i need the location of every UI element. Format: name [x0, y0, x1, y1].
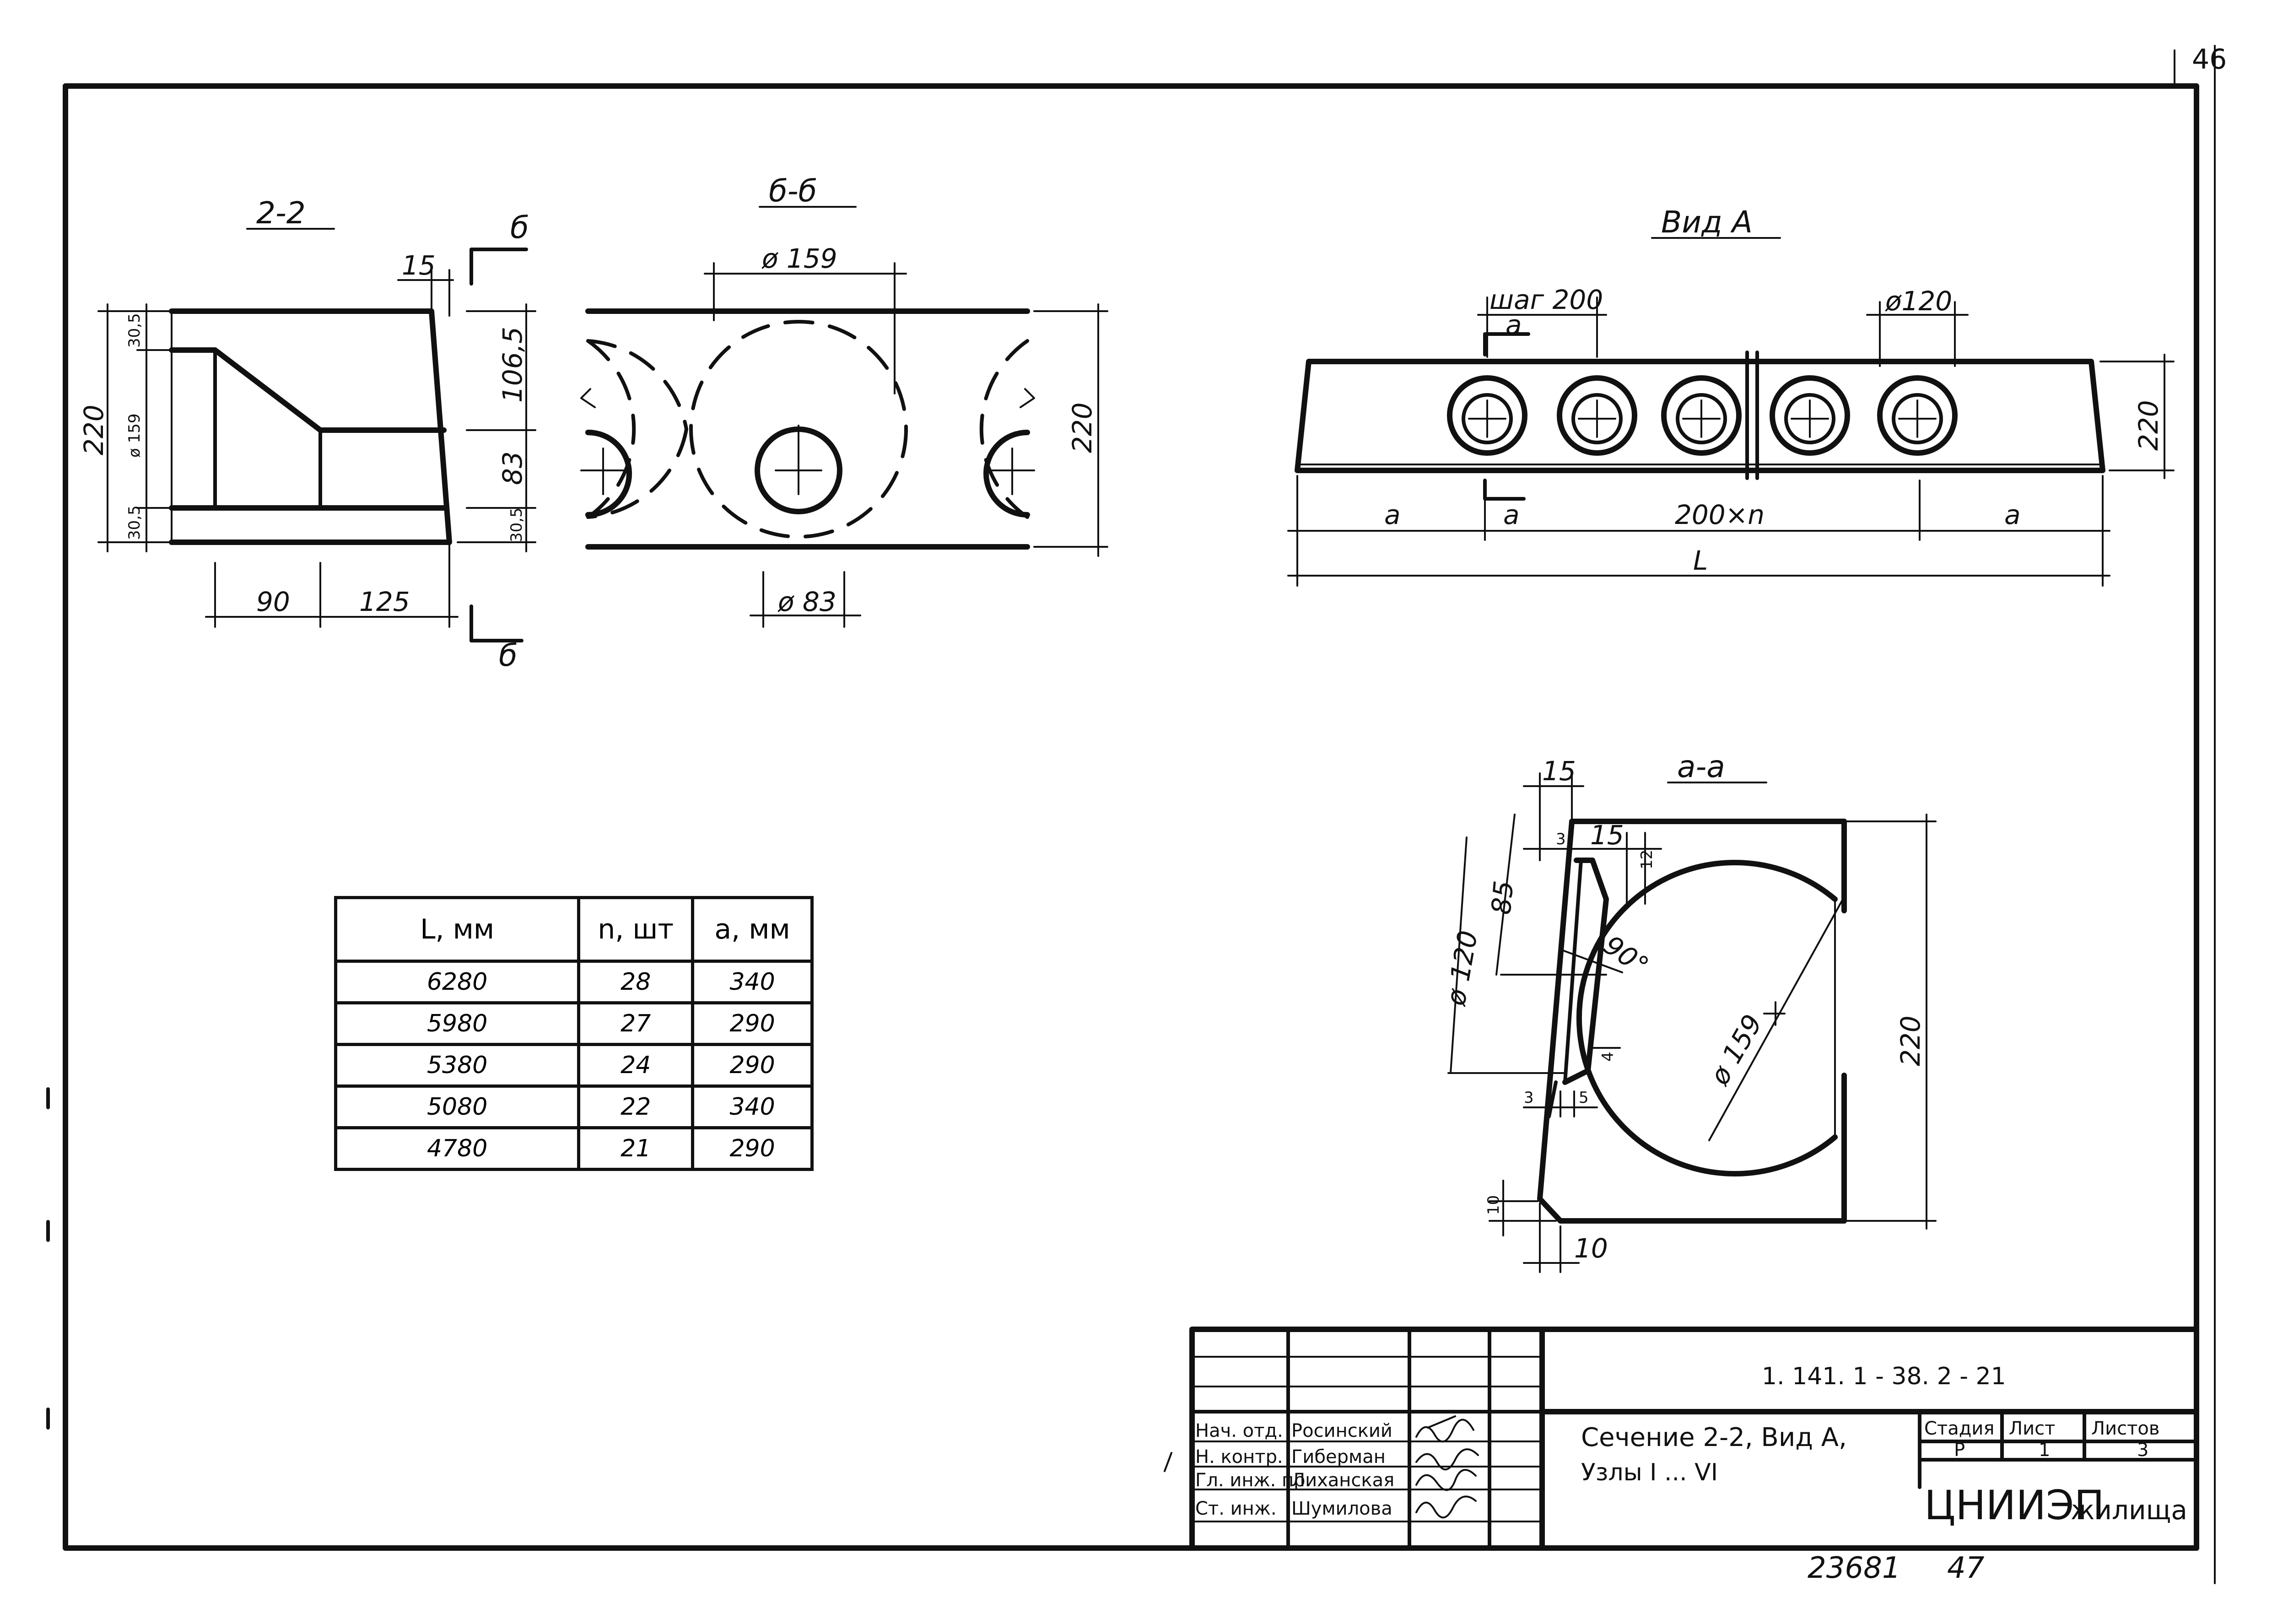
spec-table: L, мм n, шт а, мм 6280 28 340 5980 27 29… [334, 896, 814, 1171]
cell-length: 5380 [334, 1043, 581, 1088]
dim-a-right: а [2004, 499, 2021, 530]
col-header-offset: а, мм [691, 896, 814, 963]
dim-220-view: 220 [2133, 400, 2164, 451]
signature-rows: Нач. отд. Росинский Н. контр. Гиберман Г… [1195, 1420, 1394, 1519]
sig-role: Нач. отд. [1195, 1420, 1283, 1441]
dim-3-bottom: 3 [1524, 1089, 1534, 1107]
dim-a-mid: а [1503, 499, 1520, 530]
table-row: 5980 27 290 [334, 1001, 814, 1046]
dim-d120-view: ø120 [1885, 286, 1952, 317]
dim-85: 85 [1485, 879, 1519, 916]
doc-code: 1. 141. 1 - 38. 2 - 21 [1762, 1363, 2006, 1390]
title-block: 1. 141. 1 - 38. 2 - 21 Сечение 2-2, Вид … [1164, 1327, 2199, 1551]
section-a-a: а-а ø 159 15 3 15 12 85 ø 120 [1440, 749, 1937, 1273]
dim-3-top: 3 [1556, 830, 1566, 848]
view-a-title: Вид А [1661, 205, 1753, 240]
sig-role: Гл. инж. пр. [1195, 1470, 1311, 1491]
dim-12: 12 [1638, 850, 1656, 869]
dim-220-left: 220 [78, 405, 109, 455]
dim-d159-left: ø 159 [125, 413, 144, 458]
format-number: 47 [1947, 1551, 1985, 1585]
table-header-row: L, мм n, шт а, мм [334, 896, 814, 963]
org-name-2: жилища [2071, 1495, 2187, 1526]
cell-count: 27 [577, 1001, 695, 1046]
dim-a-left: а [1384, 499, 1401, 530]
dim-30-5-bottom: 30,5 [125, 505, 144, 540]
table-row: 5380 24 290 [334, 1043, 814, 1088]
dim-10-horiz: 10 [1574, 1233, 1608, 1264]
cell-count: 28 [577, 960, 695, 1004]
dim-200xn: 200×n [1675, 499, 1765, 530]
sig-name: Росинский [1291, 1420, 1392, 1441]
table-row: 4780 21 290 [334, 1126, 814, 1171]
dim-15-top: 15 [1542, 755, 1576, 787]
sig-role: Н. контр. [1195, 1446, 1283, 1468]
sig-role: Ст. инж. [1195, 1498, 1277, 1519]
section-a-a-title: а-а [1677, 749, 1725, 784]
page-number: 46 [2192, 43, 2227, 76]
dim-15-notch: 15 [1590, 820, 1624, 851]
section-b-b: б-б ø 159 ø 83 [580, 173, 1108, 628]
sheet-label: Лист [2009, 1418, 2055, 1439]
dim-10-vert: 10 [1484, 1195, 1503, 1215]
cell-offset: 290 [691, 1001, 814, 1046]
cell-count: 24 [577, 1043, 695, 1088]
col-header-length: L, мм [334, 896, 581, 963]
dim-90: 90 [256, 586, 290, 617]
stage-value: Р [1954, 1440, 1965, 1461]
cell-length: 4780 [334, 1126, 581, 1171]
dim-15: 15 [402, 250, 436, 281]
cell-count: 22 [577, 1084, 695, 1129]
cell-count: 21 [577, 1126, 695, 1171]
cell-offset: 290 [691, 1126, 814, 1171]
sheets-label: Листов [2091, 1418, 2159, 1439]
table-row: 6280 28 340 [334, 960, 814, 1004]
cell-length: 6280 [334, 960, 581, 1004]
cell-offset: 340 [691, 960, 814, 1004]
section-2-2-title: 2-2 [256, 195, 306, 231]
section-b-b-title: б-б [769, 173, 817, 209]
dim-220-aa: 220 [1895, 1015, 1926, 1066]
view-a: Вид А шаг 200 а ø120 [1287, 205, 2175, 587]
cell-length: 5080 [334, 1084, 581, 1129]
view-a-holes [1447, 375, 1958, 456]
sig-name: Гиберман [1291, 1446, 1386, 1468]
handwritten-signatures [1415, 1415, 1479, 1519]
sheet-value: 1 [2039, 1440, 2050, 1461]
sheet-frame [46, 45, 2216, 1584]
cell-length: 5980 [334, 1001, 581, 1046]
dim-4: 4 [1599, 1052, 1617, 1062]
inventory-number: 23681 [1808, 1551, 1901, 1585]
dim-d159-b: ø 159 [761, 243, 837, 274]
dim-d120-aa: ø 120 [1440, 928, 1484, 1008]
sig-name: Шумилова [1291, 1498, 1392, 1519]
table-row: 5080 22 340 [334, 1084, 814, 1129]
dim-125: 125 [359, 586, 410, 617]
dim-L: L [1693, 545, 1708, 576]
sheets-value: 3 [2137, 1440, 2148, 1461]
dim-step-200: шаг 200 [1489, 284, 1603, 315]
cell-offset: 290 [691, 1043, 814, 1088]
dim-106-5: 106,5 [497, 327, 528, 403]
cut-mark-b-top: б [510, 210, 529, 245]
sheet-title-2: Узлы I ... VI [1581, 1459, 1718, 1486]
cut-mark-b-bottom: б [499, 638, 518, 673]
dim-30-5-right: 30,5 [507, 507, 526, 542]
dim-5: 5 [1579, 1089, 1589, 1107]
stage-label: Стадия [1924, 1418, 1994, 1439]
dim-30-5-top: 30,5 [125, 313, 144, 348]
sheet-title-1: Сечение 2-2, Вид А, [1581, 1423, 1847, 1452]
section-2-2: 2-2 220 30,5 ø 159 30,5 15 б б [78, 195, 536, 673]
sig-name: Лиханская [1291, 1470, 1394, 1491]
dim-d83-b: ø 83 [777, 586, 836, 617]
org-name-1: ЦНИИЭП [1924, 1482, 2105, 1529]
dim-220-b: 220 [1067, 402, 1098, 453]
cell-offset: 340 [691, 1084, 814, 1129]
dim-83: 83 [497, 451, 528, 485]
col-header-count: n, шт [577, 896, 695, 963]
